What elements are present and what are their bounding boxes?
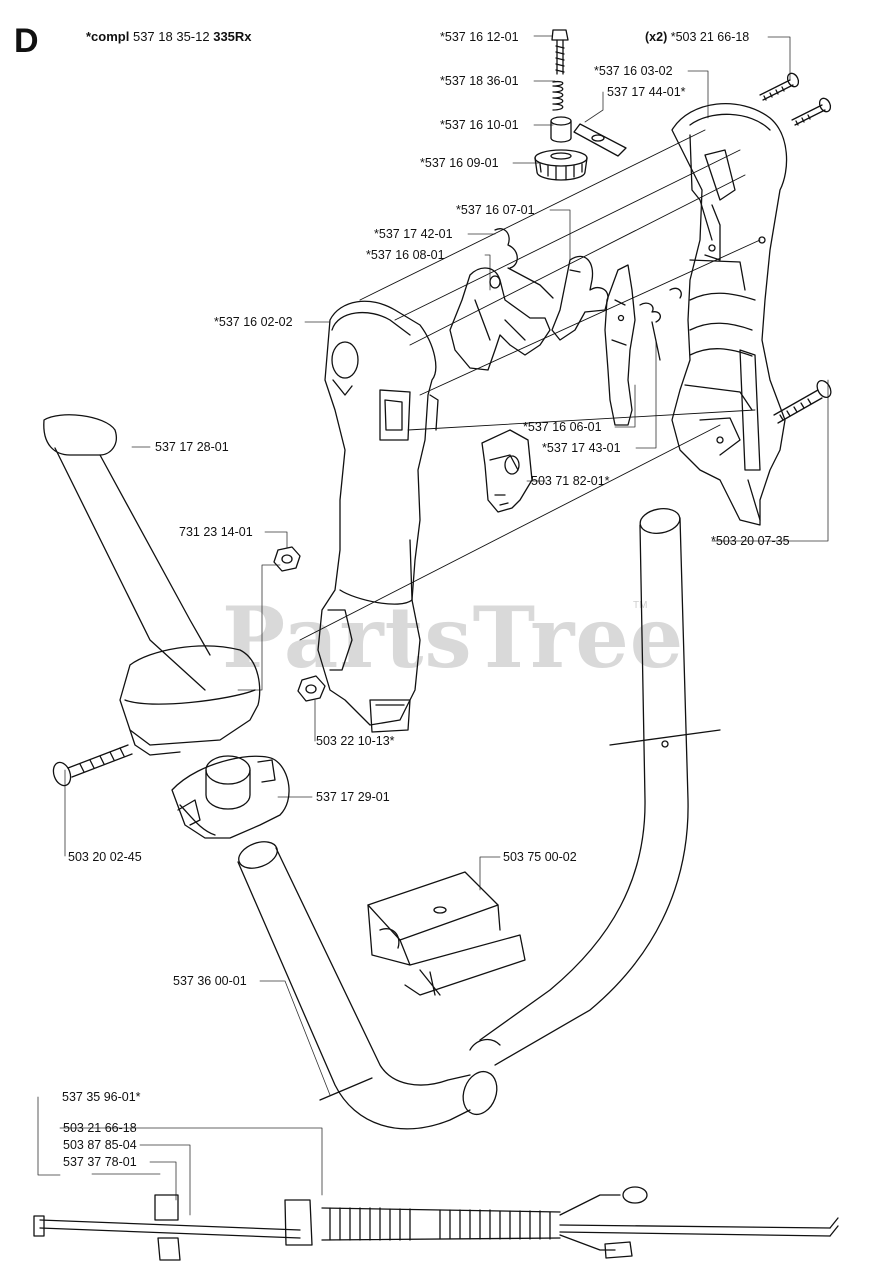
nut-503-22-10-13 xyxy=(297,675,326,702)
front-handle-housing-537-16-02-02 xyxy=(317,300,439,733)
screw-503-20-02-45 xyxy=(52,744,133,787)
part-label-537-16-10-01: *537 16 10-01 xyxy=(440,118,519,132)
rear-handle-housing-537-16-03-02 xyxy=(671,102,788,526)
lever-537-16-08-01 xyxy=(449,267,551,371)
part-label-537-35-96-01: 537 35 96-01* xyxy=(62,1090,141,1104)
clamp-537-17-29-01 xyxy=(171,755,290,839)
part-label-537-17-43-01: *537 17 43-01 xyxy=(542,441,621,455)
part-label-503-21-66-18-x2: (x2) *503 21 66-18 xyxy=(645,30,749,44)
part-label-537-16-08-01: *537 16 08-01 xyxy=(366,248,445,262)
clip-537-17-44-01 xyxy=(573,123,627,157)
part-label-537-17-29-01: 537 17 29-01 xyxy=(316,790,390,804)
part-label-503-20-02-45: 503 20 02-45 xyxy=(68,850,142,864)
nut-731-23-14-01 xyxy=(273,546,301,572)
grip-537-17-28-01 xyxy=(43,414,261,756)
spring-537-18-36-01 xyxy=(552,80,564,111)
screw-503-21-66-18-b xyxy=(791,97,832,126)
part-label-537-16-09-01: *537 16 09-01 xyxy=(420,156,499,170)
watermark: PartsTree xyxy=(222,588,685,687)
model-name: 335Rx xyxy=(213,29,252,44)
part-label-537-17-28-01: 537 17 28-01 xyxy=(155,440,229,454)
throttle-cable-537-35-96-01 xyxy=(33,1186,839,1261)
loop-handle-537-36-00-01 xyxy=(237,508,721,1130)
part-qty: (x2) xyxy=(645,30,668,44)
compl-number: 537 18 35-12 xyxy=(132,29,210,44)
throttle-trigger-537-16-06-01 xyxy=(604,264,636,426)
leader-lines xyxy=(37,35,829,1216)
section-letter: D xyxy=(14,22,39,60)
bracket-503-75-00-02 xyxy=(367,871,526,996)
part-label-537-18-36-01: *537 18 36-01 xyxy=(440,74,519,88)
part-label-537-17-42-01: *537 17 42-01 xyxy=(374,227,453,241)
part-label-537-16-07-01: *537 16 07-01 xyxy=(456,203,535,217)
part-label-537-16-02-02: *537 16 02-02 xyxy=(214,315,293,329)
screw-503-20-07-35 xyxy=(773,379,832,424)
compl-prefix: *compl xyxy=(86,29,130,44)
spring-537-17-42-01 xyxy=(494,228,554,299)
part-label-503-20-07-35: *503 20 07-35 xyxy=(711,534,790,548)
assembly-heading: *compl 537 18 35-12 335Rx xyxy=(86,29,252,44)
part-label-731-23-14-01: 731 23 14-01 xyxy=(179,525,253,539)
watermark-trademark: TM xyxy=(633,600,648,611)
part-label-503-75-00-02: 503 75 00-02 xyxy=(503,850,577,864)
assembly-guide-lines xyxy=(299,129,761,641)
screw-537-16-12-01 xyxy=(551,29,569,75)
part-label-503-22-10-13: 503 22 10-13* xyxy=(316,734,395,748)
part-label-537-16-12-01: *537 16 12-01 xyxy=(440,30,519,44)
part-label-537-16-06-01: *537 16 06-01 xyxy=(523,420,602,434)
part-number: *503 21 66-18 xyxy=(670,30,750,44)
part-label-537-37-78-01: 537 37 78-01 xyxy=(63,1155,137,1169)
screw-503-21-66-18-a xyxy=(759,72,800,101)
part-label-537-16-03-02: *537 16 03-02 xyxy=(594,64,673,78)
part-label-537-17-44-01: 537 17 44-01* xyxy=(607,85,686,99)
spring-537-17-43-01 xyxy=(639,287,682,361)
part-label-503-21-66-18: 503 21 66-18 xyxy=(63,1121,137,1135)
knob-537-16-09-01 xyxy=(534,149,588,181)
part-label-503-71-82-01: 503 71 82-01* xyxy=(531,474,610,488)
bushing-537-16-10-01 xyxy=(550,116,572,143)
part-label-537-36-00-01: 537 36 00-01 xyxy=(173,974,247,988)
stop-switch-503-71-82-01 xyxy=(481,429,533,513)
throttle-lockout-537-16-07-01 xyxy=(551,255,609,341)
part-label-503-87-85-04: 503 87 85-04 xyxy=(63,1138,137,1152)
